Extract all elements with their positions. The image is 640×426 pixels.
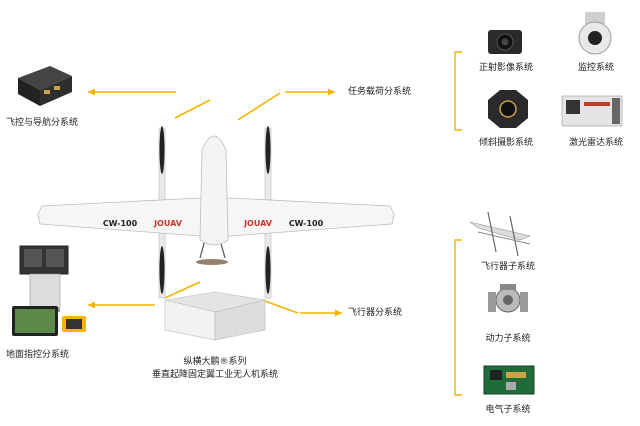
transport-case: [164, 291, 266, 341]
airframe-device: [469, 211, 531, 257]
label-electrical: 电气子系统: [485, 405, 531, 415]
wing-brand-right: JOUAV: [243, 219, 273, 228]
wing-brand-left: JOUAV: [153, 219, 183, 228]
arrowhead-right-bottom: [335, 309, 342, 317]
label-gimbal: 监控系统: [577, 63, 615, 73]
arrowhead-left-top: [88, 88, 95, 96]
label-flight-control: 飞控与导航分系统: [6, 118, 79, 128]
ground-control-station: [12, 245, 86, 336]
label-payload: 任务载荷分系统: [348, 87, 412, 97]
payload-bracket: [454, 51, 462, 131]
label-power: 动力子系统: [485, 334, 531, 344]
flight-controller-device: [18, 66, 72, 106]
aircraft-bracket: [454, 239, 462, 396]
label-lidar: 激光雷达系统: [568, 138, 624, 148]
arrow-flight-control-diag: [174, 99, 211, 119]
arrow-ground-control-diag: [164, 281, 201, 299]
label-aircraft: 飞行器分系统: [348, 308, 403, 318]
ortho-camera-device: [488, 30, 522, 54]
prop-rear-left: [159, 246, 165, 294]
fuselage: [199, 135, 229, 246]
power-device: [488, 284, 528, 313]
oblique-camera-device: [488, 90, 528, 128]
prop-rear-right: [265, 246, 271, 294]
label-airframe: 飞行器子系统: [480, 262, 536, 272]
label-ground-control: 地面指控分系统: [6, 350, 70, 360]
arrowhead-right-top: [328, 88, 335, 96]
drone-shadow: [196, 259, 228, 265]
label-oblique-camera: 倾斜摄影系统: [478, 138, 534, 148]
arrowheads: [88, 88, 342, 317]
connector-lines: [88, 91, 342, 314]
product-line2: 垂直起降固定翼工业无人机系统: [151, 370, 279, 380]
propellers: [159, 126, 271, 294]
gimbal-camera-device: [578, 12, 612, 55]
uav-drone: CW-100 JOUAV JOUAV CW-100: [37, 126, 395, 299]
label-ortho-camera: 正射影像系统: [478, 63, 534, 73]
lidar-device: [561, 95, 623, 127]
product-line1: 纵横大鹏®系列: [183, 357, 247, 367]
prop-front-right: [265, 126, 271, 174]
prop-front-left: [159, 126, 165, 174]
arrow-payload-diag: [237, 92, 281, 121]
arrow-aircraft-diag: [261, 299, 299, 314]
brackets: [454, 51, 462, 396]
electrical-device: [483, 365, 535, 395]
arrowhead-left-bottom: [88, 301, 95, 309]
wing-model-right: CW-100: [289, 219, 324, 228]
wing-model-left: CW-100: [103, 219, 138, 228]
